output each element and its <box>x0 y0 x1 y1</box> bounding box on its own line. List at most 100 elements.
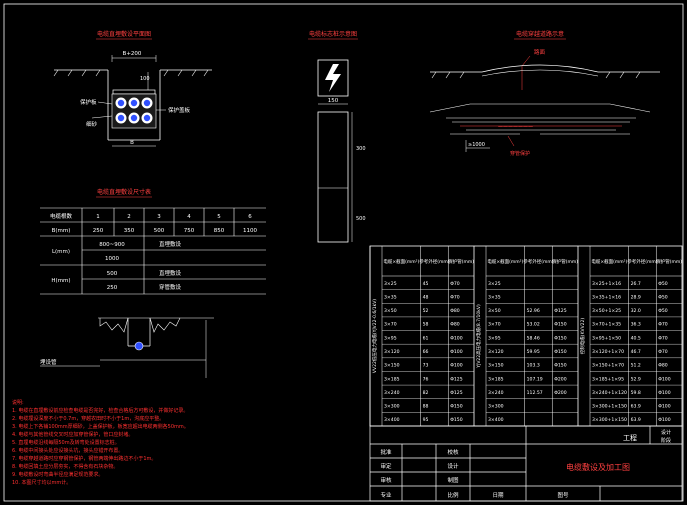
cable-table-cell: Φ80 <box>658 363 668 369</box>
cable-table-cell: Φ150 <box>554 363 566 369</box>
cable-table-cell: 3×35+1×16 <box>592 294 621 300</box>
th-1: 1 <box>96 214 100 220</box>
cable-table-header: 参考外径(mm) <box>627 258 658 265</box>
note-line: 2. 电缆埋设深度不小于0.7m，穿越农田时不小于1m，沟底应平整。 <box>12 415 164 422</box>
row-h-note-2: 穿管敷设 <box>159 283 182 291</box>
cable-table-cell: 3×95 <box>488 335 501 341</box>
design-label: 设计 <box>661 429 671 436</box>
cable-table-cell: 3×185 <box>488 376 504 382</box>
cable-table-cell: 3×300+1×150 <box>592 404 627 410</box>
review-label: 审核 <box>380 476 392 484</box>
note-line: 8. 电缆回填土应分层夯实，不得含有石块杂物。 <box>12 463 118 470</box>
cable-table-cell: Φ150 <box>450 404 462 410</box>
buried-cable <box>134 341 144 351</box>
cable-table-cell: 36.3 <box>631 322 641 328</box>
cable-table-cell: 3×70+1×35 <box>592 322 621 328</box>
pile-head <box>317 59 349 97</box>
sand-label: 细砂 <box>86 120 98 128</box>
cable-table-cell: 3×50 <box>384 308 397 314</box>
cable-table-cell: 3×120 <box>488 349 504 355</box>
note-line: 9. 电缆敷设时弯曲半径应满足规范要求。 <box>12 471 103 478</box>
cable-table-cell: 3×300 <box>384 404 400 410</box>
cable-table-header: 参考外径(mm) <box>523 258 554 265</box>
row-h-note-1: 直埋敷设 <box>159 269 182 277</box>
th-2: 2 <box>127 214 131 220</box>
cable-table-cell: 3×95 <box>384 335 397 341</box>
cable-table-header: 保护管(mm) <box>552 258 578 265</box>
notes: 说明: 1. 电缆在直埋敷设前应检查电缆是否完好，检查合格后方可敷设，并做好记录… <box>12 399 189 486</box>
cable-table-cell: 3×185 <box>384 376 400 382</box>
row-h-label: H(mm) <box>51 278 70 284</box>
row-b-5: 850 <box>214 228 225 234</box>
cable-table-cell: Φ200 <box>554 376 566 382</box>
cable-table-cell: Φ150 <box>554 335 566 341</box>
cable-table-cell: Φ100 <box>450 349 462 355</box>
marker-pile: 电缆标志桩示意图 150 300 500 <box>308 30 366 243</box>
cable-table-cell: Φ125 <box>450 390 462 396</box>
cable-table-cell: Φ150 <box>450 417 462 423</box>
th-4: 4 <box>187 214 191 220</box>
layout-table-title: 电缆直埋敷设尺寸表 <box>97 188 151 196</box>
row-l-label: L(mm) <box>52 249 70 255</box>
cable-table-cell: Φ70 <box>658 349 668 355</box>
cable-table-cell: 46.7 <box>631 349 641 355</box>
cable-table-cell: Φ50 <box>658 308 668 314</box>
cable-table-cell: 3×70 <box>488 322 501 328</box>
cable-table-cell: Φ125 <box>450 376 462 382</box>
cable-table-cell: 3×240 <box>488 390 504 396</box>
cable-table-header: 保护管(mm) <box>656 258 682 265</box>
trench-detail: 埋设管 <box>40 317 214 378</box>
row-b-label: B(mm) <box>52 228 71 234</box>
draw-label: 制图 <box>447 476 459 484</box>
note-line: 7. 电缆穿越道路时应穿钢管保护，钢管两端伸出路边不小于1m。 <box>12 455 156 462</box>
cable-table-cell: Φ70 <box>658 322 668 328</box>
cable-table-cell: Φ100 <box>658 404 670 410</box>
cable-table-header: 电缆×截面(mm²) <box>487 258 523 265</box>
note-line: 1. 电缆在直埋敷设前应检查电缆是否完好，检查合格后方可敷设，并做好记录。 <box>12 407 188 414</box>
check-label: 校核 <box>447 448 459 456</box>
cable-table-header: 保护管(mm) <box>448 258 474 265</box>
cable-table-cell: 63.9 <box>631 404 641 410</box>
cable-table-cell: 58.46 <box>527 335 540 341</box>
cable-table-cell: 52.9 <box>631 376 641 382</box>
cable-table-cell: 58 <box>423 322 429 328</box>
cable-table-cell: 3×400 <box>384 417 400 423</box>
th-count: 电缆根数 <box>50 212 73 220</box>
cable-table-cell: Φ70 <box>450 294 460 300</box>
pile-title: 电缆标志桩示意图 <box>309 30 357 38</box>
design-person-label: 设计 <box>447 462 459 470</box>
cable-table-cell: 3×300+1×150 <box>592 417 627 423</box>
cable-table-cell: 107.19 <box>527 376 543 382</box>
row-l-val-2: 1000 <box>105 256 119 262</box>
length-dimension: ≥1000 <box>468 142 485 148</box>
approve-label: 批准 <box>380 448 392 456</box>
cover-plate-label: 保护盖板 <box>168 106 191 114</box>
cable-table-cell: Φ100 <box>658 417 670 423</box>
cable-table-cell: 3×150+1×70 <box>592 363 624 369</box>
pile-body <box>317 111 349 243</box>
note-line: 5. 直埋电缆沿线每隔50m及转弯处设置标志桩。 <box>12 439 120 446</box>
cable-table-cell: 88 <box>423 404 429 410</box>
cable-table-cell: Φ70 <box>658 335 668 341</box>
cable-table-cell: 66 <box>423 349 429 355</box>
cable-table-cell: 61 <box>423 335 429 341</box>
cable-table-cell: 3×150 <box>384 363 400 369</box>
project-label: 工程 <box>623 433 637 442</box>
row-l-note-1: 直埋敷设 <box>159 240 182 248</box>
row-h-val-2: 250 <box>107 285 118 291</box>
cable-table-cell: Φ100 <box>658 390 670 396</box>
cover-label: 保护板 <box>80 98 97 106</box>
cable-table-cell: Φ200 <box>554 390 566 396</box>
drawing-no-label: 图号 <box>557 491 569 499</box>
cable-table-cell: 3×120+1×70 <box>592 349 624 355</box>
cable-table-header: 参考外径(mm) <box>419 258 450 265</box>
cable-table-cell: 3×300 <box>488 404 504 410</box>
cable-table-cell: Φ150 <box>554 322 566 328</box>
width-dimension: B+200 <box>123 51 142 57</box>
cable-table-cell: 48 <box>423 294 429 300</box>
cable-table-cell: 28.9 <box>631 294 641 300</box>
th-6: 6 <box>248 214 252 220</box>
cable-table-cell: 73 <box>423 363 429 369</box>
cable-table-cell: 52 <box>423 308 429 314</box>
cable-table-cell: Φ125 <box>554 308 566 314</box>
